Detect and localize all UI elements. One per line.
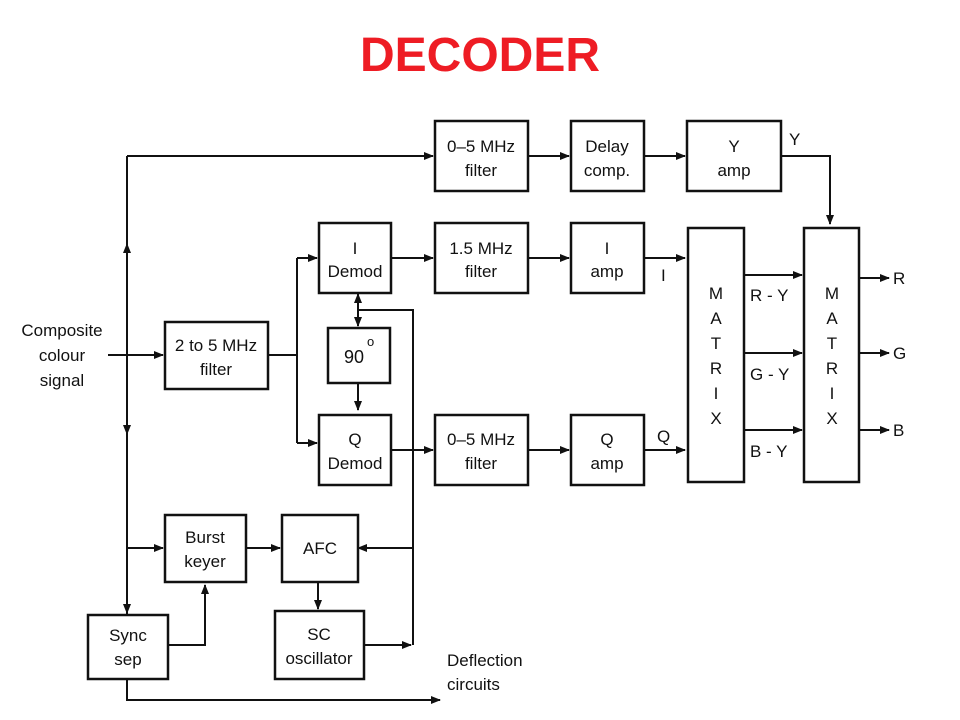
- wire-sync-to-deflection: [126, 679, 441, 704]
- block-y-filter-line1: 0–5 MHz: [447, 137, 515, 156]
- block-90-degree: 90 o: [326, 326, 392, 385]
- wire-yamp-to-matrix2: [781, 155, 834, 225]
- block-afc: AFC: [280, 513, 360, 584]
- wire-sc-feedback-upper: [358, 309, 414, 645]
- block-q-filter-line2: filter: [465, 454, 497, 473]
- input-label-line3: signal: [40, 371, 84, 390]
- block-i-demod-line2: Demod: [328, 262, 383, 281]
- block-sync-sep: Sync sep: [86, 613, 170, 681]
- block-i-filter: 1.5 MHz filter: [433, 221, 530, 295]
- label-r: R: [893, 269, 905, 288]
- block-bp-filter-line2: filter: [200, 360, 232, 379]
- block-sync-line2: sep: [114, 650, 141, 669]
- block-90-text: 90: [344, 347, 364, 367]
- page-title: DECODER: [359, 29, 601, 82]
- block-q-amp-line2: amp: [590, 454, 623, 473]
- label-b-y: B - Y: [750, 442, 787, 461]
- block-i-demod: I Demod: [317, 221, 393, 295]
- block-q-demod-line2: Demod: [328, 454, 383, 473]
- matrix1-letter-6: X: [710, 409, 721, 428]
- matrix2-letter-2: A: [826, 309, 838, 328]
- matrix2-letter-6: X: [826, 409, 837, 428]
- block-delay-line2: comp.: [584, 161, 630, 180]
- block-y-amp: Y amp: [685, 119, 783, 193]
- block-sync-line1: Sync: [109, 626, 147, 645]
- block-q-demod: Q Demod: [317, 413, 393, 487]
- block-burst-line2: keyer: [184, 552, 226, 571]
- block-90-degree-sign: o: [367, 334, 374, 349]
- label-deflection: Deflection circuits: [447, 651, 523, 694]
- signal-wires: [108, 152, 890, 704]
- block-i-amp-line2: amp: [590, 262, 623, 281]
- input-label-line2: colour: [39, 346, 86, 365]
- matrix2-letter-3: T: [827, 334, 837, 353]
- block-y-filter: 0–5 MHz filter: [433, 119, 530, 193]
- block-sc-line2: oscillator: [285, 649, 352, 668]
- block-sc-line1: SC: [307, 625, 331, 644]
- block-q-filter: 0–5 MHz filter: [433, 413, 530, 487]
- block-bp-filter: 2 to 5 MHz filter: [163, 320, 270, 391]
- label-q-out: Q: [657, 427, 670, 446]
- block-i-amp-line1: I: [605, 239, 610, 258]
- block-delay-line1: Delay: [585, 137, 629, 156]
- block-i-amp: I amp: [569, 221, 646, 295]
- input-label-line1: Composite: [21, 321, 102, 340]
- label-r-y: R - Y: [750, 286, 788, 305]
- matrix2-letter-1: M: [825, 284, 839, 303]
- label-input: Composite colour signal: [21, 321, 102, 390]
- block-q-amp: Q amp: [569, 413, 646, 487]
- block-i-filter-line1: 1.5 MHz: [449, 239, 512, 258]
- block-q-filter-line1: 0–5 MHz: [447, 430, 515, 449]
- matrix1-letter-4: R: [710, 359, 722, 378]
- block-y-amp-line1: Y: [728, 137, 739, 156]
- block-bp-filter-line1: 2 to 5 MHz: [175, 336, 257, 355]
- matrix1-letter-2: A: [710, 309, 722, 328]
- label-g-y: G - Y: [750, 365, 789, 384]
- block-i-filter-line2: filter: [465, 262, 497, 281]
- matrix2-letter-5: I: [830, 384, 835, 403]
- block-sc-oscillator: SC oscillator: [273, 609, 366, 681]
- block-burst-keyer: Burst keyer: [163, 513, 248, 584]
- block-y-filter-line2: filter: [465, 161, 497, 180]
- matrix2-letter-4: R: [826, 359, 838, 378]
- label-g: G: [893, 344, 906, 363]
- block-q-amp-line1: Q: [600, 430, 613, 449]
- label-y-out: Y: [789, 130, 800, 149]
- block-i-demod-line1: I: [353, 239, 358, 258]
- block-afc-text: AFC: [303, 539, 337, 558]
- block-burst-line1: Burst: [185, 528, 225, 547]
- block-delay-comp: Delay comp.: [569, 119, 646, 193]
- deflection-line2: circuits: [447, 675, 500, 694]
- label-b: B: [893, 421, 904, 440]
- label-i-out: I: [661, 266, 666, 285]
- block-q-demod-line1: Q: [348, 430, 361, 449]
- matrix1-letter-5: I: [714, 384, 719, 403]
- deflection-line1: Deflection: [447, 651, 523, 670]
- matrix1-letter-3: T: [711, 334, 721, 353]
- block-y-amp-line2: amp: [717, 161, 750, 180]
- wire-sync-to-burst: [168, 584, 209, 646]
- block-matrix-1: M A T R I X: [686, 226, 746, 484]
- block-matrix-2: M A T R I X: [802, 226, 861, 484]
- matrix1-letter-1: M: [709, 284, 723, 303]
